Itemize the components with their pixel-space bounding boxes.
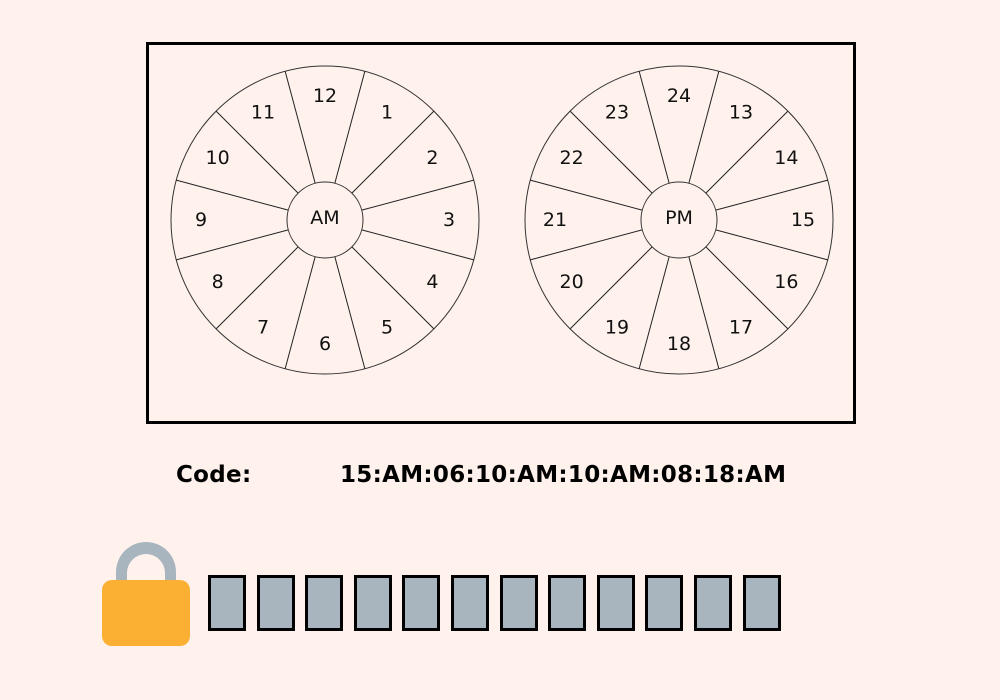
am-wheel-divider — [215, 246, 299, 330]
code-slot[interactable] — [742, 575, 781, 631]
am-wheel-segment-4[interactable]: 4 — [426, 271, 438, 293]
pm-wheel-divider — [569, 110, 653, 194]
am-wheel-divider — [361, 179, 474, 211]
am-wheel-divider — [361, 229, 474, 261]
code-slot[interactable] — [451, 575, 489, 631]
am-wheel-divider — [215, 110, 299, 194]
pm-wheel-divider — [715, 179, 828, 211]
am-wheel-divider — [351, 246, 435, 330]
code-slot[interactable] — [645, 575, 684, 631]
code-slot[interactable] — [256, 575, 295, 631]
am-wheel-segment-12[interactable]: 12 — [313, 85, 337, 107]
am-wheel-divider — [334, 71, 366, 184]
pm-wheel-segment-22[interactable]: 22 — [560, 147, 584, 169]
pm-wheel-center — [640, 181, 718, 259]
pm-wheel-divider — [569, 246, 653, 330]
am-wheel-divider — [284, 256, 316, 369]
am-wheel-segment-11[interactable]: 11 — [251, 102, 275, 124]
code-slot[interactable] — [596, 575, 635, 631]
pm-wheel-divider — [688, 256, 720, 369]
code-label: Code: — [176, 462, 252, 488]
pm-wheel-segment-18[interactable]: 18 — [667, 333, 691, 355]
pm-wheel-divider — [705, 246, 789, 330]
am-wheel-divider — [334, 256, 366, 369]
pm-wheel-divider — [530, 229, 643, 261]
pm-wheel-divider — [638, 71, 670, 184]
pm-wheel-segment-13[interactable]: 13 — [729, 102, 753, 124]
am-wheel-divider — [351, 110, 435, 194]
am-wheel-segment-9[interactable]: 9 — [195, 209, 207, 231]
pm-wheel-divider — [715, 229, 828, 261]
am-wheel-divider — [176, 179, 289, 211]
am-wheel-outer-ring — [170, 65, 480, 375]
am-wheel-divider — [284, 71, 316, 184]
pm-wheel-divider — [705, 110, 789, 194]
pm-wheel-divider — [638, 256, 670, 369]
code-slot[interactable] — [499, 575, 538, 631]
am-wheel-center-label: AM — [310, 207, 339, 229]
pm-wheel-segment-14[interactable]: 14 — [774, 147, 798, 169]
am-wheel-center — [286, 181, 364, 259]
am-wheel-segment-5[interactable]: 5 — [381, 316, 393, 338]
code-slot[interactable] — [305, 575, 344, 631]
pm-wheel-divider — [688, 71, 720, 184]
pm-wheel-divider — [530, 179, 643, 211]
am-wheel-segment-7[interactable]: 7 — [257, 316, 269, 338]
code-slot[interactable] — [548, 575, 587, 631]
code-value: 15:AM:06:10:AM:10:AM:08:18:AM — [340, 462, 787, 488]
pm-wheel-segment-20[interactable]: 20 — [560, 271, 584, 293]
code-slot[interactable] — [353, 575, 392, 631]
pm-wheel-segment-24[interactable]: 24 — [667, 85, 691, 107]
am-wheel-segment-1[interactable]: 1 — [381, 102, 393, 124]
code-slot[interactable] — [694, 575, 732, 631]
pm-wheel-outer-ring — [524, 65, 834, 375]
pm-wheel-segment-17[interactable]: 17 — [729, 316, 753, 338]
code-slot[interactable] — [208, 575, 246, 631]
padlock-icon — [102, 542, 190, 646]
pm-wheel-segment-19[interactable]: 19 — [605, 316, 629, 338]
am-wheel-segment-8[interactable]: 8 — [212, 271, 224, 293]
am-wheel-segment-6[interactable]: 6 — [319, 333, 331, 355]
pm-wheel-segment-21[interactable]: 21 — [543, 209, 567, 231]
am-wheel-segment-10[interactable]: 10 — [206, 147, 230, 169]
am-wheel-segment-2[interactable]: 2 — [426, 147, 438, 169]
code-slot[interactable] — [402, 575, 441, 631]
pm-wheel-segment-23[interactable]: 23 — [605, 102, 629, 124]
am-wheel-divider — [176, 229, 289, 261]
am-wheel-segment-3[interactable]: 3 — [443, 209, 455, 231]
pm-wheel-segment-16[interactable]: 16 — [774, 271, 798, 293]
pm-wheel-center-label: PM — [665, 207, 693, 229]
pm-wheel-segment-15[interactable]: 15 — [791, 209, 815, 231]
